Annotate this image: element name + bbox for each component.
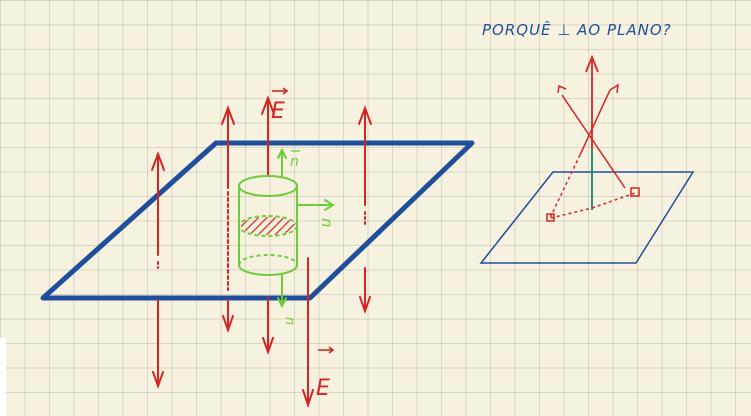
normal-vectors xyxy=(277,147,335,309)
field-line-4 xyxy=(302,257,314,409)
normal-label-bottom-text: n xyxy=(282,317,297,325)
question-text: PORQUÊ ⊥ AO PLANO? xyxy=(482,20,672,39)
field-label-bottom-text: E xyxy=(316,376,330,401)
normal-label-bottom: n xyxy=(282,317,297,325)
normal-label-top-text: n xyxy=(290,154,299,170)
field-label-top: E xyxy=(271,87,289,124)
normal-label-side: n xyxy=(318,218,336,228)
enclosed-charge-area xyxy=(241,217,295,235)
field-line-1 xyxy=(151,151,165,389)
perpendicular-sketch xyxy=(546,54,640,222)
field-line-3 xyxy=(261,95,275,355)
charged-plane xyxy=(40,140,475,301)
field-label-top-text: E xyxy=(271,99,285,124)
field-label-bottom: E xyxy=(316,346,335,401)
normal-label-side-text: n xyxy=(318,218,336,228)
small-plane xyxy=(479,171,695,264)
electric-field-lines xyxy=(151,95,372,409)
gaussian-cylinder xyxy=(238,175,298,276)
field-line-5 xyxy=(358,105,372,314)
normal-label-top: n xyxy=(290,150,300,170)
field-line-2 xyxy=(221,105,235,333)
page-margin xyxy=(0,338,6,416)
